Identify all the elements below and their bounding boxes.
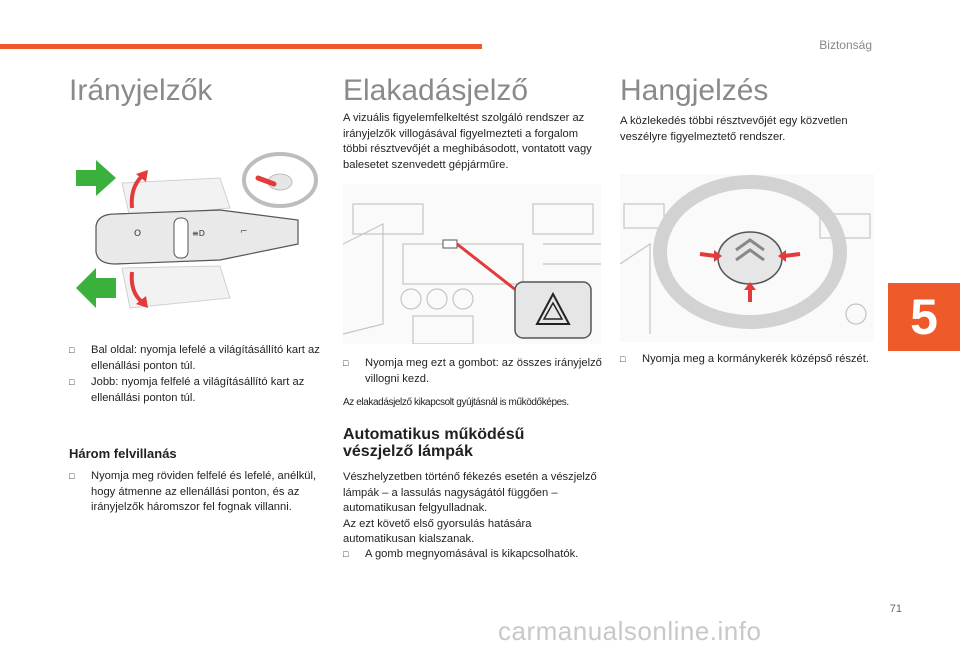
list-item: □ Nyomja meg a kormánykerék középső rész… <box>620 352 870 368</box>
bullet-marker-icon: □ <box>69 345 75 355</box>
intro-hangjelzes: A közlekedés többi résztvevőjét egy közv… <box>620 115 848 143</box>
list-item: □ A gomb megnyomásával is kikapcsolhatók… <box>343 547 605 563</box>
list-item: □ Nyomja meg ezt a gombot: az összes irá… <box>343 357 602 385</box>
title-elakadasjelzo: Elakadásjelző <box>343 74 529 107</box>
list-item: □ Jobb: nyomja felfelé a világításállító… <box>69 376 305 404</box>
chapter-tab: 5 <box>888 283 960 351</box>
stalk-illustration: O ≡D ⌐ <box>76 152 318 309</box>
svg-text:≡D: ≡D <box>192 229 205 238</box>
hazard-button-closeup <box>514 281 592 339</box>
header-accent-bar <box>0 44 482 49</box>
list-item: □ Bal oldal: nyomja lefelé a világításál… <box>69 344 320 372</box>
bullet-marker-icon: □ <box>69 471 75 481</box>
logo-chevron-icon <box>735 238 765 262</box>
list-item: □ Nyomja meg röviden felfelé és lefelé, … <box>69 470 317 514</box>
title-hangjelzes: Hangjelzés <box>620 74 769 107</box>
bullet-marker-icon: □ <box>343 358 349 368</box>
page-number: 71 <box>889 603 902 615</box>
chapter-number: 5 <box>910 289 938 345</box>
subheading-harom-felvillanas: Három felvillanás <box>69 446 177 461</box>
section-label: Biztonság <box>819 38 872 52</box>
bullet-marker-icon: □ <box>343 549 349 559</box>
left-arrow-icon <box>76 268 116 308</box>
right-arrow-icon <box>76 160 116 196</box>
intro-elakadasjelzo: A vizuális figyelemfelkeltést szolgáló r… <box>343 112 592 171</box>
watermark: carmanualsonline.info <box>498 616 762 646</box>
steering-wheel-illustration <box>620 174 874 342</box>
svg-text:O: O <box>134 229 141 239</box>
bullet-marker-icon: □ <box>620 354 626 364</box>
note-text: Az elakadásjelző kikapcsolt gyújtásnál i… <box>343 397 569 408</box>
title-iranyjelzok: Irányjelzők <box>69 74 213 107</box>
dashboard-illustration <box>343 184 601 344</box>
bullet-marker-icon: □ <box>69 377 75 387</box>
heading-automatikus: Automatikus működésű vészjelző lámpák <box>343 426 525 460</box>
svg-text:⌐: ⌐ <box>240 227 248 237</box>
para-automatikus: Vészhelyzetben történő fékezés esetén a … <box>343 471 597 546</box>
hazard-triangle-icon <box>535 291 571 325</box>
